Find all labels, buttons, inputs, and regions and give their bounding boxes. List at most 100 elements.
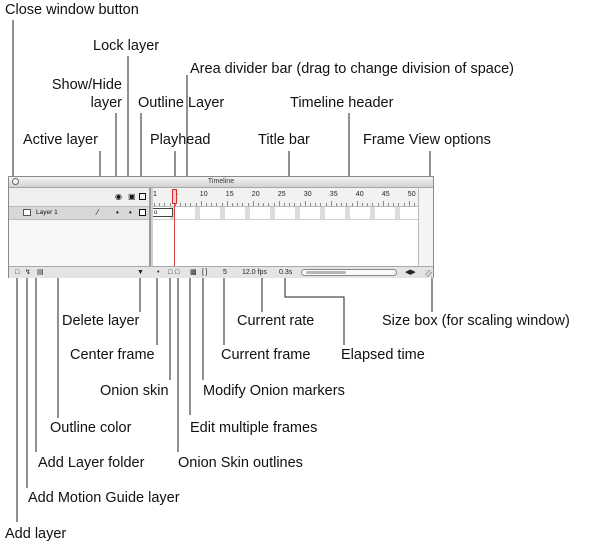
ruler-tick — [351, 203, 353, 206]
ruler-tick — [414, 203, 415, 206]
title-bar[interactable]: Timeline — [9, 177, 433, 188]
eye-icon[interactable]: ◉ — [115, 192, 122, 201]
label-frame-view-options: Frame View options — [363, 132, 491, 148]
onion-skin-icon[interactable]: □ — [168, 269, 173, 276]
ruler-tick — [247, 203, 249, 206]
ruler-tick — [216, 203, 218, 206]
label-onion-skin: Onion skin — [100, 383, 169, 399]
ruler-tick — [393, 203, 395, 206]
current-frame-readout: 5 — [223, 269, 227, 276]
ruler-tick — [341, 203, 343, 206]
center-frame-icon[interactable]: • — [157, 269, 160, 276]
ruler-number: 35 — [329, 191, 338, 198]
ruler-tick — [346, 203, 348, 206]
leader-elapsed-time — [284, 272, 345, 345]
ruler-tick — [195, 203, 197, 206]
label-area-divider-bar: Area divider bar (drag to change divisio… — [190, 61, 515, 77]
ruler-tick — [164, 203, 166, 206]
label-modify-onion-markers: Modify Onion markers — [203, 383, 345, 399]
ruler-tick — [408, 201, 410, 206]
ruler-tick — [232, 203, 233, 206]
timeline-header[interactable]: 15101520253035404550 — [150, 188, 421, 207]
ruler-tick — [398, 203, 400, 206]
label-elapsed-time: Elapsed time — [341, 347, 425, 363]
onion-skin-outlines-icon[interactable]: □ — [175, 269, 180, 276]
scroll-arrows-icon[interactable]: ◀▶ — [405, 269, 416, 276]
label-onion-skin-outlines: Onion Skin outlines — [178, 455, 303, 471]
modify-onion-markers-icon[interactable]: [ ] — [202, 269, 208, 276]
add-motion-guide-icon[interactable]: ↯ — [25, 269, 31, 276]
ruler-tick — [221, 203, 223, 206]
ruler-tick — [304, 201, 306, 206]
ruler-tick — [310, 203, 311, 206]
frame-pane: 15101520253035404550 o ⇉ — [150, 188, 432, 266]
ruler-tick — [268, 203, 270, 206]
add-layer-icon[interactable]: □ — [15, 269, 20, 276]
lock-icon[interactable]: ▣ — [128, 192, 136, 201]
close-window-button[interactable] — [12, 178, 19, 185]
ruler-tick — [206, 203, 207, 206]
ruler-tick — [362, 203, 363, 206]
area-divider-bar[interactable] — [150, 188, 153, 266]
scroll-thumb[interactable] — [306, 271, 346, 274]
layer-name[interactable]: Layer 1 — [36, 209, 58, 216]
size-box[interactable] — [425, 270, 432, 277]
label-outline-layer: Outline Layer — [138, 95, 225, 111]
label-playhead: Playhead — [150, 132, 211, 148]
label-title-bar: Title bar — [258, 132, 310, 148]
label-current-frame: Current frame — [221, 347, 311, 363]
show-hide-toggle[interactable]: • — [116, 208, 119, 217]
ruler-tick — [154, 203, 155, 206]
lock-toggle[interactable]: • — [129, 208, 132, 217]
label-lock-layer: Lock layer — [93, 38, 160, 54]
playhead[interactable] — [172, 189, 177, 204]
ruler-tick — [190, 203, 192, 206]
ruler-tick — [382, 201, 384, 206]
label-add-motion-guide-layer: Add Motion Guide layer — [28, 490, 180, 506]
ruler-tick — [242, 203, 244, 206]
layer-icon — [23, 209, 31, 216]
pencil-icon: ⁄ — [97, 208, 99, 217]
keyframe[interactable]: o — [151, 208, 173, 217]
panel-title: Timeline — [207, 178, 235, 185]
active-layer-row[interactable]: Layer 1 ⁄ • • — [9, 207, 149, 220]
ruler-tick — [226, 201, 228, 206]
label-show-hide-layer-1: Show/Hide — [51, 77, 122, 93]
outline-color-swatch[interactable] — [139, 209, 146, 216]
ruler-number: 10 — [199, 191, 208, 198]
label-close-window-button: Close window button — [5, 2, 139, 18]
status-bar: □ ↯ ▤ ▼ • □ □ ▩ [ ] 5 12.0 fps 0.3s ◀▶ — [9, 266, 433, 278]
ruler-number: 45 — [381, 191, 390, 198]
frame-row[interactable]: o — [150, 207, 420, 220]
horizontal-scrollbar[interactable] — [301, 269, 397, 276]
frame-rate-readout[interactable]: 12.0 fps — [242, 269, 267, 276]
timeline-panel: Timeline ◉ ▣ Layer 1 ⁄ • • 1510152025303… — [8, 176, 434, 278]
ruler-tick — [258, 203, 259, 206]
ruler-tick — [169, 203, 171, 206]
ruler-tick — [200, 201, 202, 206]
vertical-scrollbar[interactable] — [418, 188, 433, 266]
label-size-box: Size box (for scaling window) — [382, 313, 570, 329]
ruler-tick — [278, 201, 280, 206]
ruler-tick — [211, 203, 213, 206]
edit-multiple-frames-icon[interactable]: ▩ — [190, 269, 197, 276]
ruler-tick — [325, 203, 327, 206]
label-timeline-header: Timeline header — [290, 95, 394, 111]
add-layer-folder-icon[interactable]: ▤ — [37, 269, 44, 276]
ruler-number: 25 — [277, 191, 286, 198]
ruler-tick — [180, 203, 181, 206]
ruler-tick — [367, 203, 369, 206]
label-delete-layer: Delete layer — [62, 313, 140, 329]
ruler-tick — [372, 203, 374, 206]
ruler-tick — [289, 203, 291, 206]
trash-icon[interactable]: ▼ — [137, 269, 144, 276]
label-center-frame: Center frame — [70, 347, 155, 363]
label-edit-multiple-frames: Edit multiple frames — [190, 420, 318, 436]
outline-layer-icon[interactable] — [139, 193, 146, 200]
ruler-tick — [284, 203, 285, 206]
ruler-tick — [320, 203, 322, 206]
ruler-number: 30 — [303, 191, 312, 198]
ruler-tick — [237, 203, 239, 206]
ruler-tick — [336, 203, 337, 206]
label-show-hide-layer-2: layer — [90, 95, 122, 111]
